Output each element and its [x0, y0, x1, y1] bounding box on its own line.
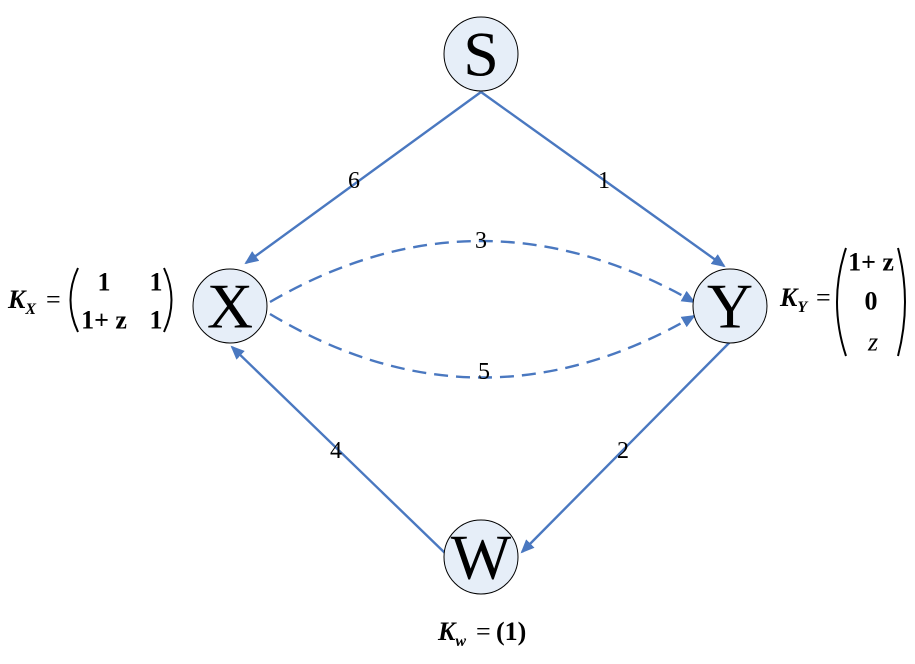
node-w-label: W: [451, 522, 512, 593]
kw-value: (1): [496, 617, 526, 646]
node-s-label: S: [463, 19, 499, 90]
ky-subscript: Y: [797, 299, 808, 316]
kw-subscript: w: [455, 633, 466, 650]
kx-cell-1-0: 1+ z: [81, 306, 127, 335]
node-w: W: [443, 519, 519, 595]
kx-cell-0-0: 1: [98, 268, 111, 297]
matrix-kx: KX = 1 1 1+ z 1: [7, 267, 173, 335]
edge-label-2: 2: [617, 438, 629, 464]
edge-x-to-y-bottom: [269, 312, 696, 379]
kx-equals: =: [46, 285, 61, 314]
node-y-label: Y: [707, 271, 753, 342]
node-s: S: [443, 16, 519, 92]
ky-equals: =: [816, 283, 831, 312]
ky-symbol: K: [779, 283, 799, 312]
node-x: X: [192, 268, 268, 344]
ky-cell-2: z: [867, 328, 878, 357]
kw-equals: =: [476, 617, 491, 646]
edge-label-4: 4: [330, 438, 342, 464]
kx-symbol: K: [7, 285, 27, 314]
svg-text:Kw: Kw: [437, 617, 466, 650]
kx-left-paren: [69, 267, 79, 333]
edge-label-3: 3: [475, 228, 487, 254]
kw-symbol: K: [437, 617, 457, 646]
edge-label-1: 1: [598, 168, 610, 194]
edge-s-to-y: [480, 91, 726, 268]
svg-text:KX: KX: [7, 285, 36, 318]
edge-label-5: 5: [478, 359, 490, 385]
edge-label-6: 6: [348, 168, 360, 194]
edge-w-to-x: [230, 345, 448, 556]
ky-right-paren: [897, 247, 906, 357]
edge-s-to-x: [244, 91, 482, 265]
kx-right-paren: [163, 267, 173, 333]
matrix-ky: KY = 1+ z 0 z: [779, 247, 906, 357]
kx-cell-1-1: 1: [150, 306, 163, 335]
kx-subscript: X: [24, 301, 36, 318]
edge-x-to-y-top: [269, 239, 696, 304]
edge-y-to-w: [520, 341, 731, 554]
matrix-kw: Kw = (1): [437, 617, 526, 650]
node-y: Y: [692, 268, 768, 344]
ky-cell-1: 0: [865, 287, 878, 316]
node-x-label: X: [207, 271, 253, 342]
ky-left-paren: [836, 247, 847, 357]
svg-text:KY: KY: [779, 283, 808, 316]
kx-cell-0-1: 1: [150, 268, 163, 297]
ky-cell-0: 1+ z: [848, 248, 894, 277]
